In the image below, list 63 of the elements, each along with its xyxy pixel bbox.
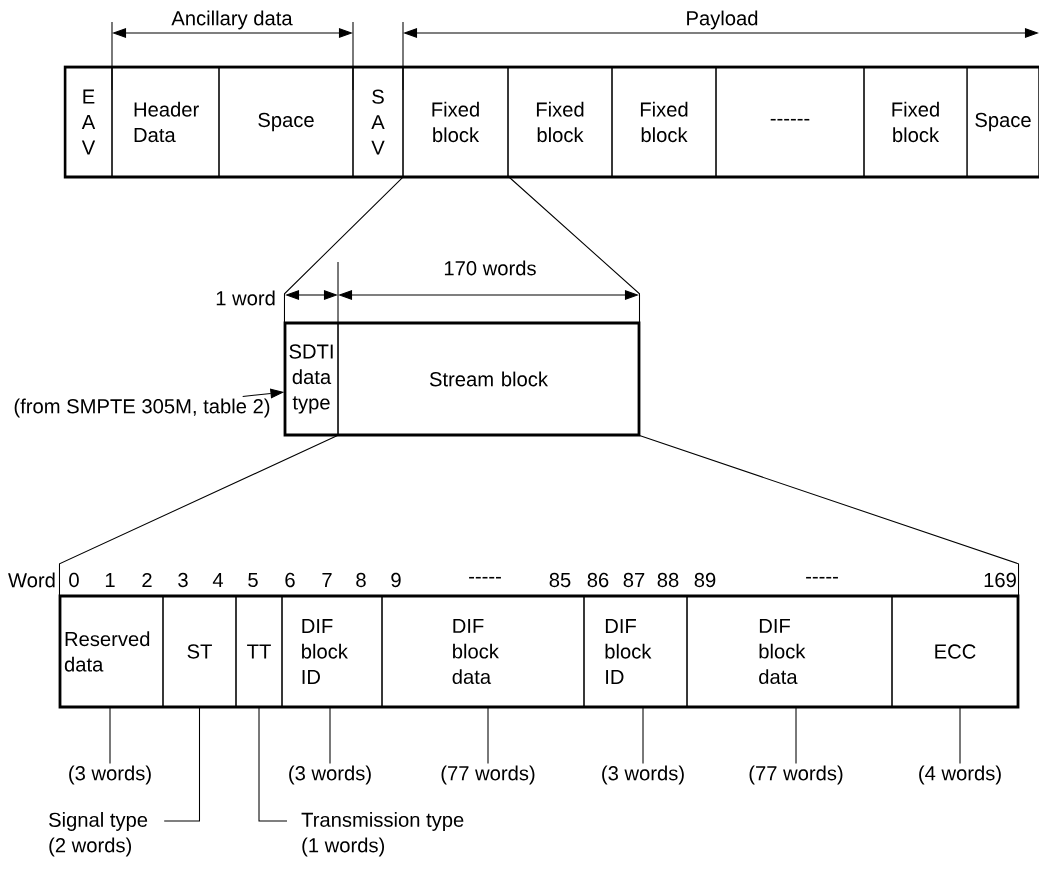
word-number: 86 bbox=[587, 572, 609, 588]
word-number: 9 bbox=[391, 572, 401, 588]
leader-line bbox=[163, 707, 201, 822]
field-cell: Fixed block bbox=[402, 66, 509, 178]
expansion-line bbox=[509, 177, 641, 323]
expansion-line bbox=[638, 435, 1020, 596]
field-cell: ECC bbox=[891, 595, 1019, 708]
word-number: 169 bbox=[984, 572, 1016, 588]
field-cell: Space bbox=[966, 66, 1039, 178]
word-count-label: (4 words) bbox=[919, 765, 1001, 785]
word-number: 8 bbox=[356, 572, 366, 588]
field-cell: Reserved data bbox=[59, 595, 164, 708]
field-cell: ------ bbox=[715, 66, 865, 178]
data-type-cell: SDTI data type bbox=[284, 322, 339, 436]
word-number: 89 bbox=[694, 572, 716, 588]
field-cell: DIF block ID bbox=[281, 595, 383, 708]
field-cell: Fixed block bbox=[507, 66, 613, 178]
word-count-label: (3 words) bbox=[69, 765, 151, 785]
field-cell: S A V bbox=[352, 66, 404, 178]
axis-label: Word bbox=[8, 572, 55, 588]
word-number: 0 bbox=[69, 572, 79, 588]
field-cell: Header Data bbox=[111, 66, 220, 178]
note-text: (from SMPTE 305M, table 2) bbox=[14, 398, 270, 418]
word-number: 2 bbox=[142, 572, 152, 588]
field-cell: E A V bbox=[64, 66, 113, 178]
dimension-label: Ancillary data bbox=[171, 10, 293, 30]
word-number: ----- bbox=[806, 576, 838, 579]
word-number: 5 bbox=[248, 572, 258, 588]
field-description: Transmission type (1 words) bbox=[301, 812, 464, 857]
leader-line bbox=[795, 707, 797, 764]
leader-line bbox=[959, 707, 961, 764]
word-count-label: (77 words) bbox=[441, 765, 535, 785]
field-cell: Space bbox=[218, 66, 354, 178]
word-number: 6 bbox=[285, 572, 295, 588]
field-cell: DIF block ID bbox=[583, 595, 688, 708]
leader-line bbox=[487, 707, 489, 764]
stream-block-cell: Stream block bbox=[337, 322, 640, 436]
leader-line bbox=[258, 707, 288, 822]
word-number: 85 bbox=[549, 572, 571, 588]
field-cell: ST bbox=[162, 595, 237, 708]
leader-line bbox=[329, 707, 331, 764]
expansion-line bbox=[58, 435, 339, 596]
field-description: Signal type (2 words) bbox=[49, 812, 148, 857]
word-count-label: (77 words) bbox=[749, 765, 843, 785]
word-count-label: (3 words) bbox=[602, 765, 684, 785]
word-number: 88 bbox=[657, 572, 679, 588]
word-number: 4 bbox=[212, 573, 223, 587]
word-number: 3 bbox=[178, 572, 188, 588]
field-cell: Fixed block bbox=[863, 66, 968, 178]
leader-line bbox=[642, 707, 644, 764]
dimension-label: 170 words bbox=[444, 260, 536, 276]
field-cell: DIF block data bbox=[381, 595, 585, 708]
expansion-line bbox=[283, 177, 403, 323]
dimension-label: Payload bbox=[687, 10, 758, 30]
word-number: 7 bbox=[322, 573, 332, 587]
field-cell: Fixed block bbox=[611, 66, 717, 178]
word-count-label: (3 words) bbox=[289, 765, 371, 785]
field-cell: TT bbox=[235, 595, 283, 708]
word-number: 87 bbox=[623, 572, 645, 588]
leader-line bbox=[109, 707, 111, 764]
word-number: 1 bbox=[105, 573, 115, 587]
field-cell: DIF block data bbox=[686, 595, 893, 708]
dimension-label: 1 word bbox=[216, 290, 275, 306]
